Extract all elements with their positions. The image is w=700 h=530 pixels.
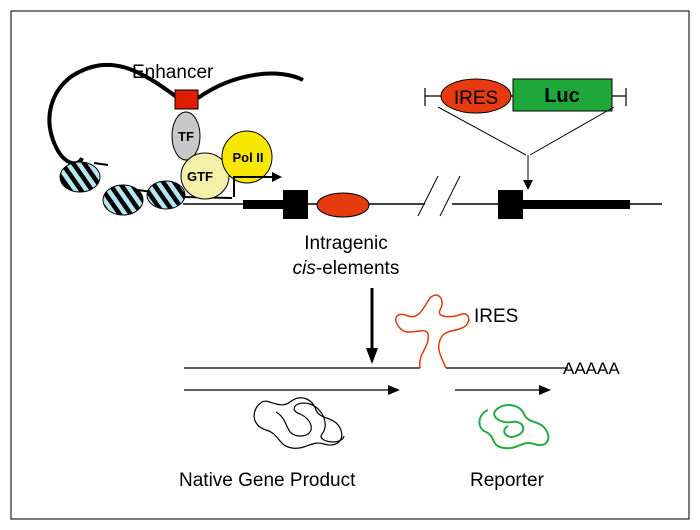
ires-oval [440,78,512,114]
intragenic-cis-element [316,192,370,218]
exon-thin-1 [243,200,283,209]
ires-rna-label: IRES [474,306,518,327]
enhancer-label: Enhancer [132,62,214,83]
luc-label: Luc [544,85,580,107]
process-arrowhead [366,348,378,364]
exon-thin-2 [523,200,630,209]
native-product-label: Native Gene Product [179,470,356,491]
polya-label: AAAAA [563,359,620,378]
chromatin-loop-left [47,62,180,166]
break-mark-2 [439,175,461,217]
nucleosome-linker-1 [93,162,109,166]
nucleosome-1 [59,161,101,193]
reporter-label: Reporter [470,470,545,491]
intragenic-label-line2: cis-elements [293,258,400,279]
tf-label: TF [178,129,194,144]
luc-box [512,78,613,112]
gtf-label: GTF [187,169,213,184]
pol2-label: Pol II [232,150,263,165]
ires-rna-squiggle [395,294,470,369]
translation-arrowhead-reporter [539,385,551,395]
gtf-protein: GTF [180,152,230,200]
insertion-arrowhead [523,180,533,190]
exon-box-2 [498,190,523,219]
translation-arrowhead-native [388,385,400,395]
chromatin-loop-right [196,71,304,100]
break-mark-1 [417,175,439,217]
reporter-protein-squiggle [478,404,550,450]
insertion-line-left [437,106,527,156]
nucleosome-3 [146,180,186,210]
pol2-protein: Pol II [221,130,273,184]
nucleosome-2 [102,184,144,216]
native-protein-squiggle [253,397,345,449]
ires-box-label: IRES [454,88,498,109]
exon-box-1 [283,190,308,219]
enhancer-box [174,89,199,110]
tss-arrow-line [233,176,274,197]
insertion-line-right [529,106,615,156]
tss-arrowhead [272,172,282,182]
ires-luc-cassette: IRES Luc [424,78,627,114]
tf-protein: TF [171,111,201,161]
intragenic-label-line1: Intragenic [304,233,387,254]
